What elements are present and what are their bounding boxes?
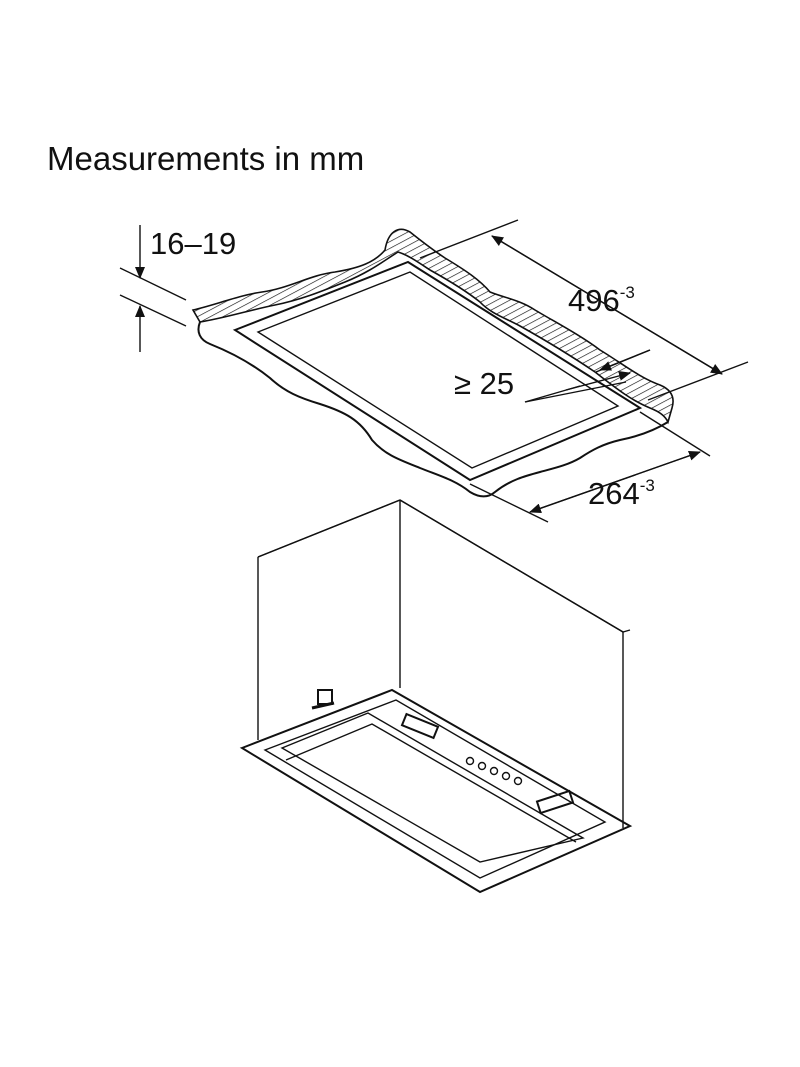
depth-label: 264-3 [588,476,655,511]
dimension-clearance: ≥ 25 [454,349,651,403]
panel-edge-band [191,228,674,425]
clearance-label: ≥ 25 [454,366,514,401]
hood-unit [239,499,633,894]
cutout-inner [256,271,620,469]
panel-outline [197,321,669,498]
control-button-4 [501,771,511,781]
control-button-1 [465,756,475,766]
hood-bottom-frame [239,688,633,894]
light-right [535,789,575,815]
mounting-bracket [311,689,335,710]
light-left [400,712,440,740]
thickness-label: 16–19 [150,226,236,261]
control-button-2 [477,761,487,771]
page-title: Measurements in mm [47,140,365,177]
control-button-3 [489,766,499,776]
grease-filter [280,712,585,863]
cutout-outer [232,260,643,482]
cabinet-panel [191,228,674,498]
dimension-width: 496-3 [419,219,749,401]
hood-bottom-frame-inner [263,699,607,879]
hood-top-face [257,499,631,633]
dimension-thickness: 16–19 [119,225,236,352]
dimension-depth: 264-3 [469,411,711,523]
control-button-5 [513,776,523,786]
width-label: 496-3 [568,283,635,318]
